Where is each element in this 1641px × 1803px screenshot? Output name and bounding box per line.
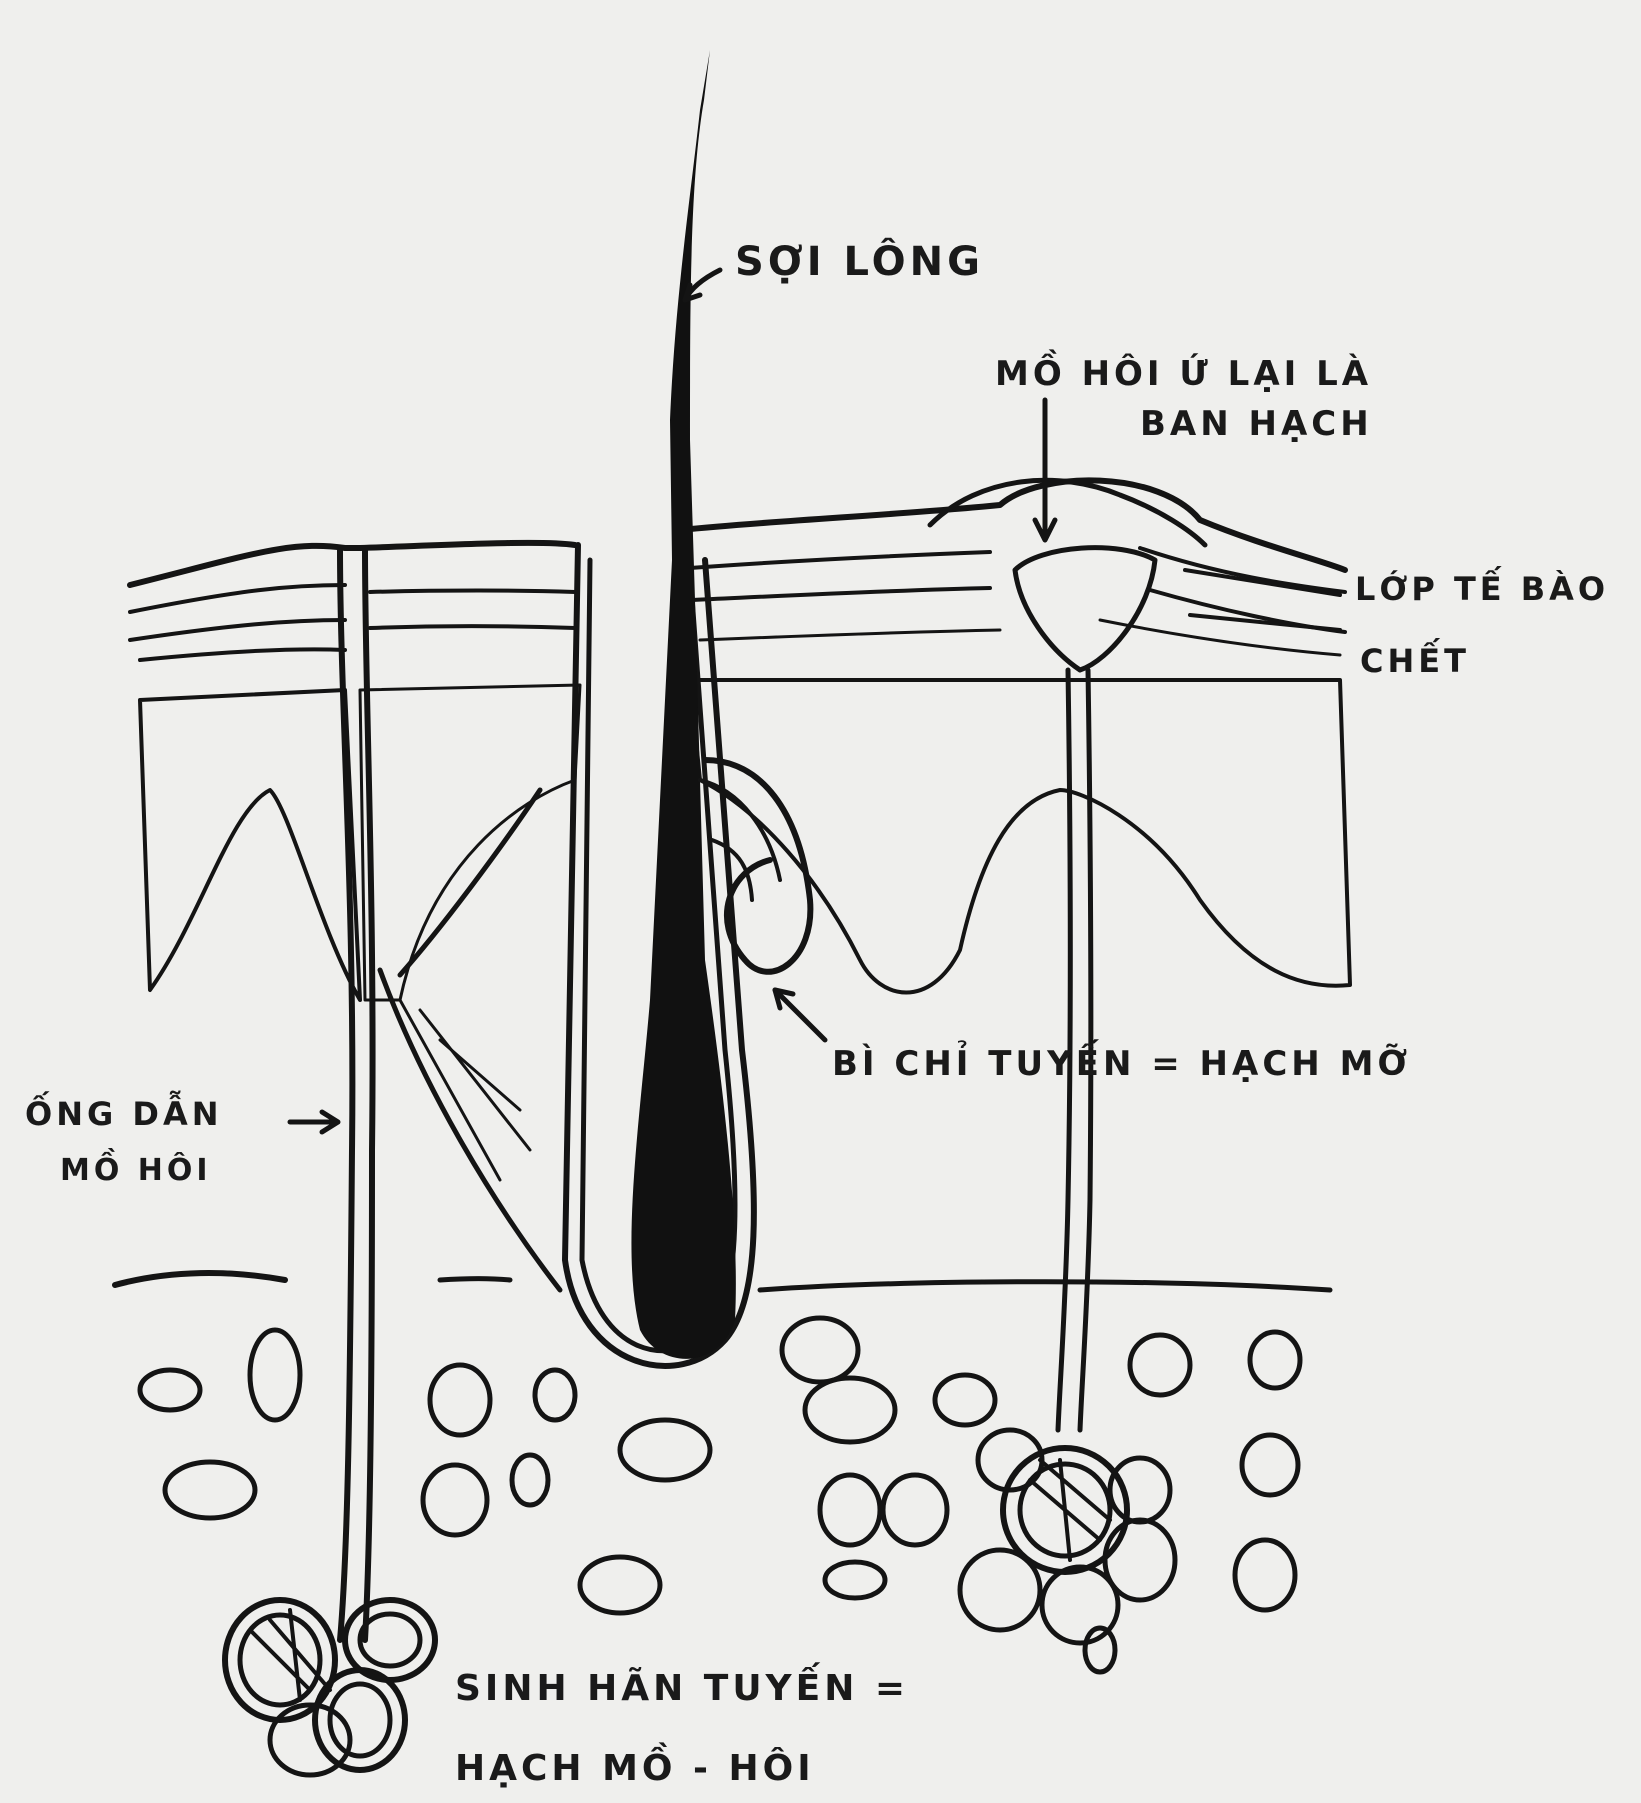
epidermis-layers [130,480,1345,660]
label-blister-line2: BAN HẠCH [1140,404,1373,444]
label-sweat-gland-line1: SINH HÃN TUYẾN = [455,1662,909,1709]
blister [1015,548,1155,670]
right-sweat-gland-coil [960,1430,1175,1643]
dermis [140,680,1350,1000]
label-duct-line1: ỐNG DẪN [25,1090,223,1133]
label-dead-cells-line2: CHẾT [1360,638,1470,680]
label-duct-line2: MỒ HÔI [60,1147,212,1188]
arrector-pili-muscle [380,790,560,1290]
label-hair: SỢI LÔNG [735,237,984,285]
label-blister-line1: MỒ HÔI Ứ LẠI LÀ [995,349,1372,394]
label-sebaceous: BÌ CHỈ TUYẾN = HẠCH MỠ [832,1039,1411,1084]
label-arrows [290,270,1340,1132]
left-sweat-duct [340,548,373,1640]
left-sweat-gland-coil [225,1600,435,1775]
label-sweat-gland-line2: HẠCH MỒ - HÔI [455,1742,815,1789]
hair-shaft [631,50,735,1359]
label-dead-cells-line1: LỚP TẾ BÀO [1355,566,1609,608]
